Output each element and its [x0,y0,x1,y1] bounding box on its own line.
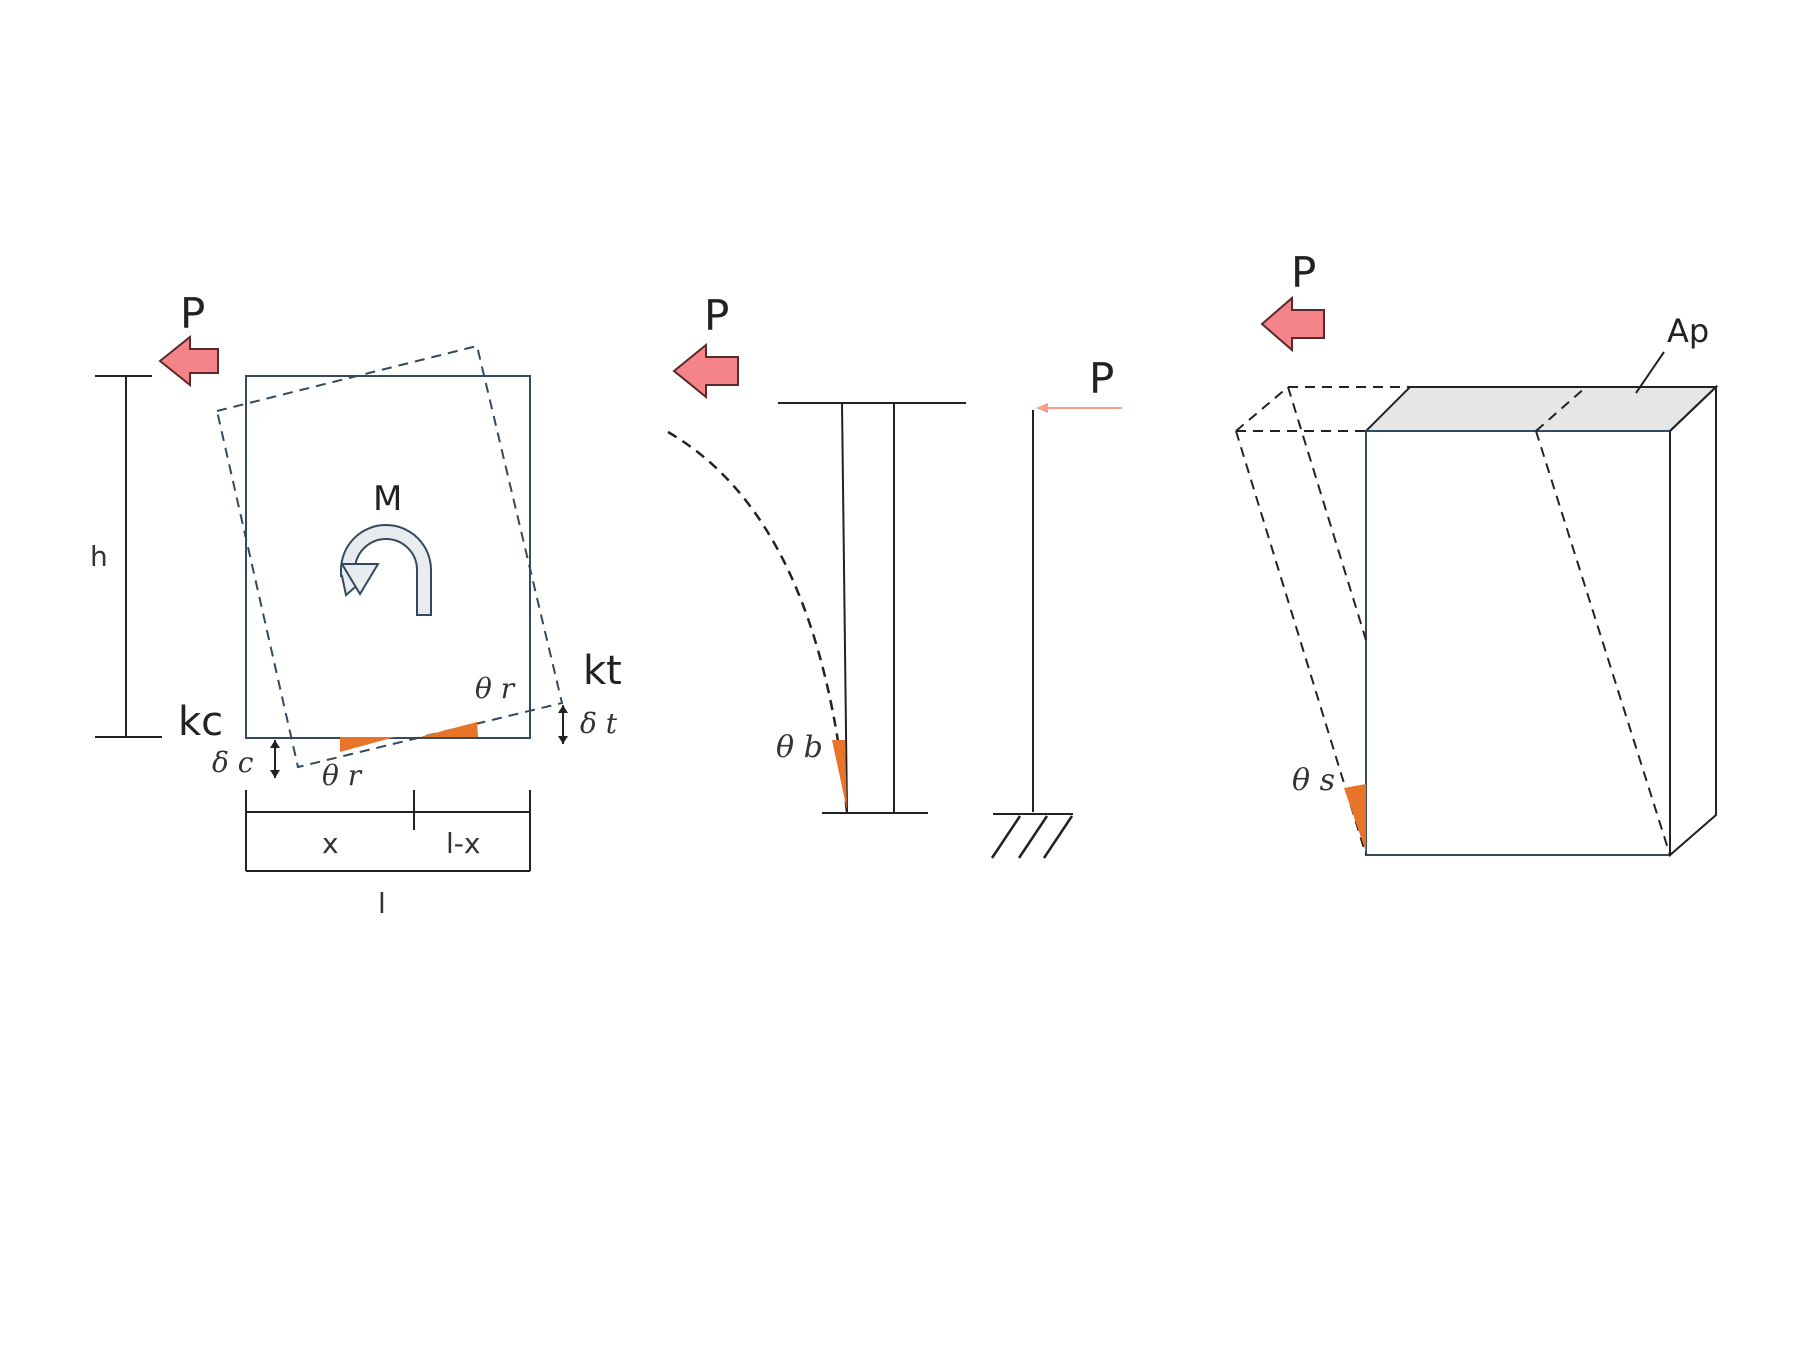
moment-label: M [373,479,402,519]
delta-t-label: δ t [580,707,618,740]
cantilever-load-arrow-head [1036,403,1048,413]
height-label: h [90,540,108,573]
load-arrow-rocking [158,334,219,388]
top-face [1363,386,1719,432]
bending-deflection-curve [667,430,849,814]
delta-t-arrow-head-up [558,705,568,713]
column-left-edge [841,402,848,814]
sheared-block-outline [1235,386,1671,856]
load-arrow-shear [1260,295,1325,353]
load-arrow-bending [672,342,739,400]
rotation-angle-wedge-left [340,737,395,752]
theta-b-label: θ b [776,730,823,765]
delta-c-label: δ c [212,746,254,779]
side-face [1669,384,1717,858]
kt-label: kt [583,648,622,694]
kc-label: kc [178,699,223,745]
delta-t-arrow-head-down [558,736,568,744]
load-label-shear: P [1291,248,1316,297]
x-label: x [322,827,339,860]
moment-arrow-head [340,563,380,596]
ap-leader-line [1635,351,1665,394]
moment-arrow [340,524,432,616]
load-label-rocking: P [180,289,205,338]
rocked-block-outline [215,344,564,769]
shear-angle-wedge [1344,784,1366,852]
rotation-angle-wedge-right [420,722,478,737]
shear-panel: P θ s Ap [1235,248,1719,858]
l-minus-x-label: l-x [446,827,480,860]
fixed-support-hatch [990,815,1074,859]
ap-label: Ap [1667,312,1709,350]
theta-r-bottom-label: θ r [322,759,363,792]
delta-c-arrow-head-up [270,740,280,748]
rocking-panel: P h M kc kt θ r θ r δ c δ t [90,289,622,920]
l-label: l [378,887,386,920]
bending-angle-wedge [832,740,847,810]
bending-panel: P θ b P [667,291,1122,859]
cantilever-load-label: P [1089,354,1114,403]
load-label-bending: P [704,291,729,340]
delta-c-arrow-head-down [270,770,280,778]
front-face [1365,430,1671,856]
theta-s-label: θ s [1292,763,1335,798]
theta-r-top-label: θ r [475,672,516,705]
